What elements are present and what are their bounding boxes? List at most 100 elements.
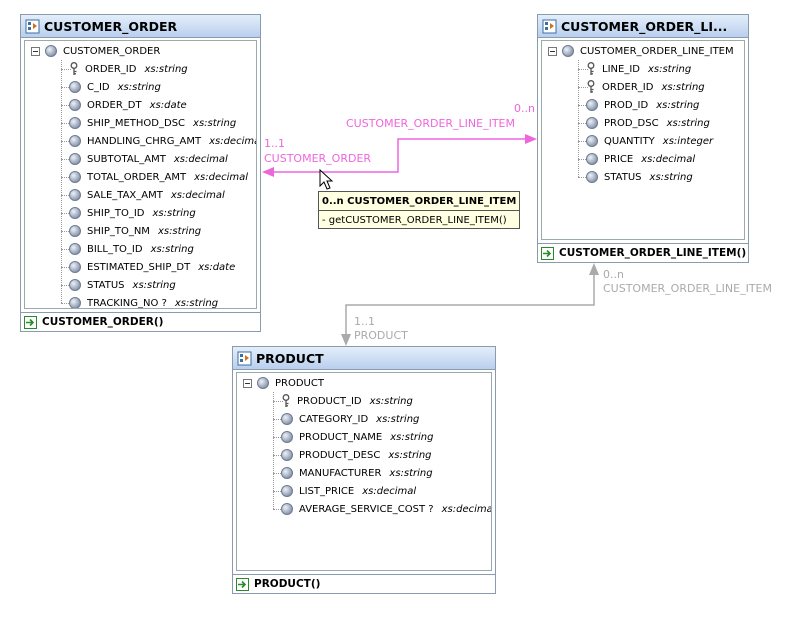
tree-guide — [61, 195, 71, 196]
field-name: TRACKING_NO ? — [87, 297, 167, 309]
rel-name-product: PRODUCT — [354, 329, 408, 342]
tree-root[interactable]: CUSTOMER_ORDER — [31, 42, 160, 60]
tree-guide — [273, 455, 283, 456]
tree-guide — [578, 177, 588, 178]
entity-function[interactable]: CUSTOMER_ORDER() — [21, 312, 260, 331]
field-type: xs:string — [376, 413, 420, 425]
element-circle-icon — [69, 171, 81, 183]
field-row[interactable]: AVERAGE_SERVICE_COST ? xs:decimal — [281, 500, 492, 518]
tree-collapse-icon[interactable] — [243, 378, 252, 388]
tree-root[interactable]: PRODUCT — [243, 374, 324, 392]
field-row[interactable]: TRACKING_NO ? xs:string — [69, 294, 219, 309]
field-type: xs:string — [390, 431, 434, 443]
entity-header[interactable]: CUSTOMER_ORDER — [21, 15, 260, 38]
field-name: AVERAGE_SERVICE_COST ? — [299, 503, 434, 515]
tree-collapse-icon[interactable] — [548, 46, 557, 56]
tree-guide — [61, 105, 71, 106]
tree-root[interactable]: CUSTOMER_ORDER_LINE_ITEM — [548, 42, 734, 60]
field-row[interactable]: SUBTOTAL_AMT xs:decimal — [69, 150, 228, 168]
element-circle-icon — [69, 225, 81, 237]
tree-guide — [273, 509, 283, 510]
key-icon — [282, 394, 290, 407]
tree-guide — [273, 491, 283, 492]
element-circle-icon — [69, 207, 81, 219]
field-name: LIST_PRICE — [299, 485, 355, 497]
element-circle-icon — [586, 99, 598, 111]
tree-guide — [61, 249, 71, 250]
field-type: xs:string — [193, 117, 237, 129]
tree-guide — [61, 69, 71, 70]
tree-guide — [578, 123, 588, 124]
field-type: xs:date — [149, 99, 187, 111]
entity-function[interactable]: PRODUCT() — [233, 574, 495, 593]
tree-collapse-icon[interactable] — [31, 46, 40, 56]
arrowhead-lineitem — [525, 134, 537, 144]
tree-guide — [273, 401, 283, 402]
tree-guide — [61, 177, 71, 178]
field-name: PRODUCT_ID — [297, 395, 362, 407]
tree-guide — [61, 213, 71, 214]
key-icon — [70, 62, 78, 75]
entity-header[interactable]: CUSTOMER_ORDER_LI... — [538, 15, 748, 38]
entity-function[interactable]: CUSTOMER_ORDER_LINE_ITEM() — [538, 243, 748, 262]
field-type: xs:decimal — [441, 503, 492, 515]
field-type: xs:string — [656, 99, 700, 111]
relationship-tooltip: 0..n CUSTOMER_ORDER_LINE_ITEM - getCUSTO… — [318, 191, 520, 229]
relationship-line-lineitem-product[interactable] — [345, 272, 595, 338]
field-type: xs:string — [174, 297, 219, 309]
element-circle-icon — [69, 279, 81, 291]
tree-guide — [61, 60, 62, 303]
arrowhead-lineitem-top — [589, 263, 599, 275]
field-name: LINE_ID — [602, 63, 640, 75]
field-type: xs:string — [388, 449, 432, 461]
field-name: C_ID — [87, 81, 110, 93]
entity-customer-order-line-item[interactable]: CUSTOMER_ORDER_LI... CUSTOMER_ORDER_LINE… — [537, 14, 749, 263]
tooltip-title: 0..n CUSTOMER_ORDER_LINE_ITEM — [319, 192, 519, 211]
card-lineitem: 0..n — [514, 102, 535, 115]
element-circle-icon — [69, 99, 81, 111]
field-row[interactable]: MANUFACTURER xs:string — [281, 464, 433, 482]
element-circle-icon — [281, 413, 293, 425]
element-circle-icon — [586, 135, 598, 147]
field-row[interactable]: STATUS xs:string — [586, 168, 693, 186]
field-name: SUBTOTAL_AMT — [87, 153, 166, 165]
field-name: STATUS — [604, 171, 642, 183]
field-type: xs:string — [389, 467, 433, 479]
element-circle-icon — [562, 45, 574, 57]
field-type: xs:decimal — [173, 153, 228, 165]
element-circle-icon — [281, 467, 293, 479]
element-circle-icon — [69, 135, 81, 147]
element-circle-icon — [586, 153, 598, 165]
tree-guide — [61, 141, 71, 142]
entity-header[interactable]: PRODUCT — [233, 347, 495, 370]
field-type: xs:string — [649, 171, 693, 183]
relationship-line-order-lineitem[interactable] — [270, 138, 528, 173]
field-name: MANUFACTURER — [299, 467, 382, 479]
